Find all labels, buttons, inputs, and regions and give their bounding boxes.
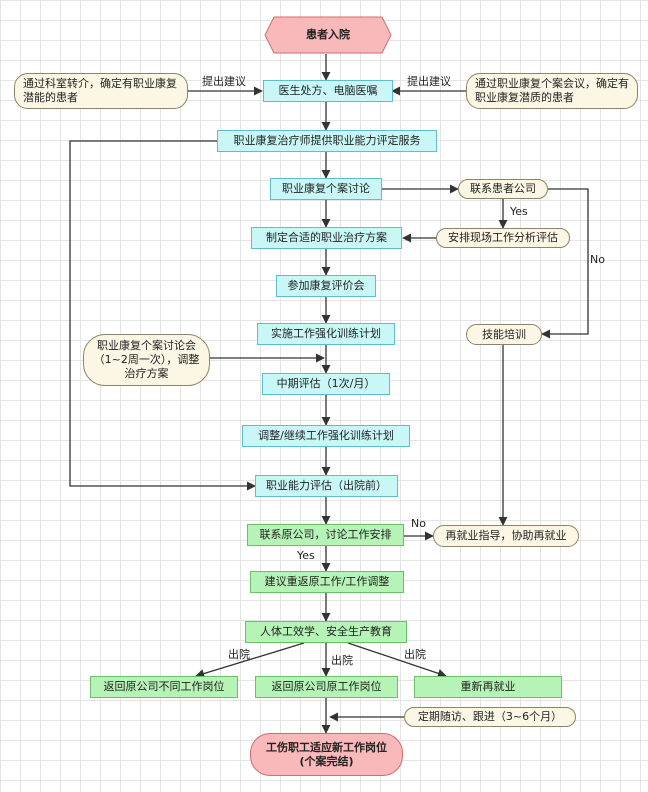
evaluation-service-node[interactable]: 职业康复治疗师提供职业能力评定服务	[217, 130, 437, 152]
contact-original-node[interactable]: 联系原公司，讨论工作安排	[247, 524, 404, 546]
arrow-no-skill	[541, 188, 589, 339]
admission-shape	[264, 16, 392, 54]
return-original-node[interactable]: 返回原公司原工作岗位	[255, 676, 398, 698]
adjust-node[interactable]: 调整/继续工作强化训练计划	[242, 425, 410, 447]
label-no-reemploy: No	[411, 517, 426, 530]
note-transfer[interactable]: 通过科室转介，确定有职业康复潜能的患者	[14, 73, 188, 109]
new-job-node[interactable]: 重新再就业	[414, 676, 562, 698]
suggest-return-node[interactable]: 建议重返原工作/工作调整	[250, 571, 404, 593]
reemployment-guidance-node[interactable]: 再就业指导，协助再就业	[433, 525, 579, 547]
review-meeting-node[interactable]: 参加康复评价会	[276, 275, 376, 297]
make-plan-node[interactable]: 制定合适的职业治疗方案	[251, 227, 402, 249]
label-discharge-3: 出院	[404, 648, 426, 661]
implement-node[interactable]: 实施工作强化训练计划	[257, 323, 395, 345]
discharge-eval-node[interactable]: 职业能力评估（出院前）	[255, 475, 398, 497]
followup-node[interactable]: 定期随访、跟进（3~6个月）	[404, 707, 576, 727]
label-yes-return: Yes	[297, 549, 315, 562]
note-case-discussion[interactable]: 职业康复个案讨论会（1~2周一次），调整治疗方案	[83, 334, 210, 386]
label-yes-site: Yes	[510, 205, 528, 218]
label-no-skill: No	[590, 253, 605, 266]
label-suggest-right: 提出建议	[407, 75, 451, 88]
prescription-node[interactable]: 医生处方、电脑医嘱	[263, 80, 393, 102]
site-analysis-node[interactable]: 安排现场工作分析评估	[436, 228, 570, 248]
final-node[interactable]: 工伤职工适应新工作岗位 (个案完结)	[250, 733, 403, 776]
label-discharge-1: 出院	[228, 648, 250, 661]
final-line-1: 工伤职工适应新工作岗位	[266, 740, 387, 754]
note-meeting[interactable]: 通过职业康复个案会议，确定有职业康复潜质的患者	[466, 73, 638, 109]
label-suggest-left: 提出建议	[202, 75, 246, 88]
arrow-ergonomics-new	[347, 642, 447, 678]
mid-eval-node[interactable]: 中期评估（1次/月）	[262, 373, 390, 395]
skill-training-node[interactable]: 技能培训	[466, 324, 542, 345]
case-discussion-node[interactable]: 职业康复个案讨论	[270, 178, 382, 200]
admission-node[interactable]: 患者入院	[306, 28, 350, 41]
arrow-ergonomics-different	[195, 642, 305, 678]
final-line-2: (个案完结)	[299, 754, 354, 768]
return-different-node[interactable]: 返回原公司不同工作岗位	[90, 676, 238, 698]
contact-company-node[interactable]: 联系患者公司	[458, 179, 548, 199]
label-discharge-2: 出院	[331, 654, 353, 667]
arrow-left-loop	[69, 140, 256, 491]
ergonomics-node[interactable]: 人体工效学、安全生产教育	[245, 621, 407, 643]
